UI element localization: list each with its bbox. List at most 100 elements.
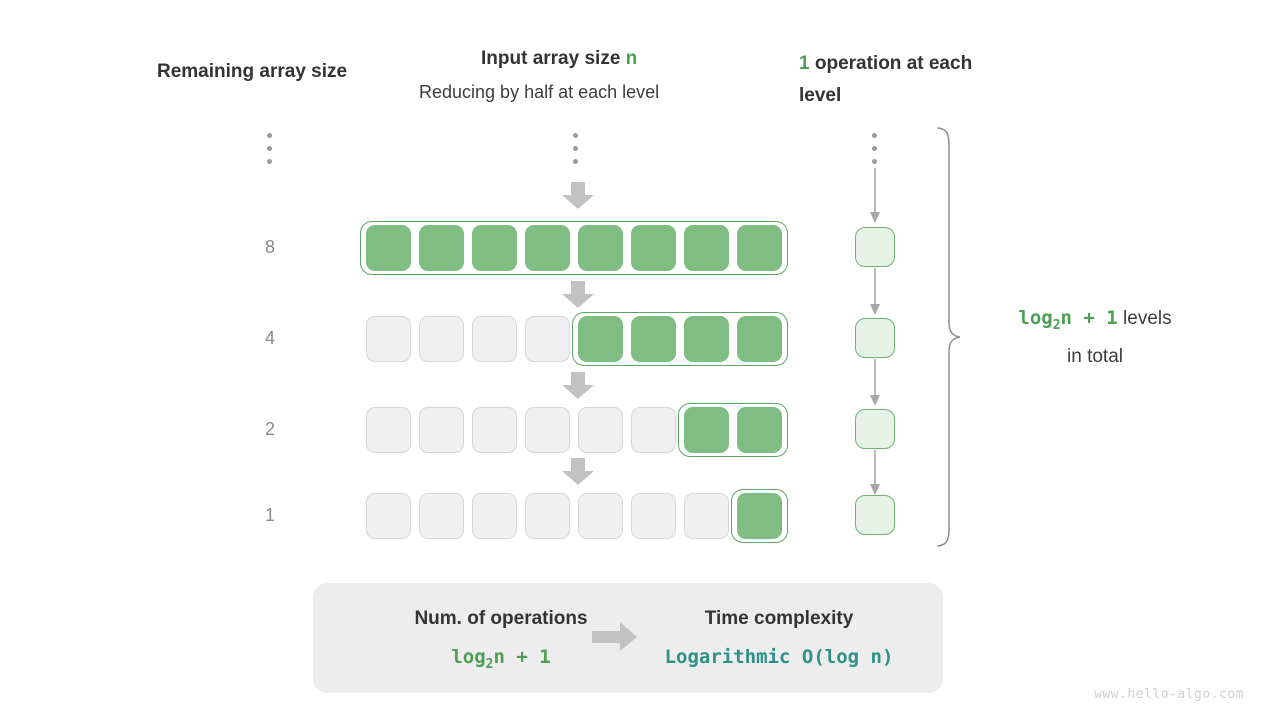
array-cell-body xyxy=(419,316,464,362)
array-cell-body xyxy=(419,493,464,539)
array-cell-body xyxy=(472,407,517,453)
array-cell-inactive xyxy=(362,312,415,366)
array-cell-body xyxy=(737,316,782,362)
levels-annotation-line1: log2n + 1 levels xyxy=(980,303,1210,341)
array-cell-active xyxy=(415,221,468,275)
op-connector-arrow-1 xyxy=(869,168,881,224)
array-cell-active xyxy=(680,312,733,366)
array-cell-body xyxy=(419,225,464,271)
array-cell-body xyxy=(366,407,411,453)
array-cell-inactive xyxy=(415,489,468,543)
array-cell-active xyxy=(627,312,680,366)
array-cell-body xyxy=(631,316,676,362)
op-connector-arrow-3 xyxy=(869,359,881,407)
array-cell-body xyxy=(684,225,729,271)
array-cell-active xyxy=(521,221,574,275)
vertical-ellipsis-icon-labels xyxy=(267,133,273,172)
summary-operations-value: log2n + 1 xyxy=(451,646,551,672)
levels-formula: log2n + 1 xyxy=(1018,307,1118,333)
operation-box-level-3 xyxy=(855,409,895,449)
array-cell-body xyxy=(578,493,623,539)
array-cell-inactive xyxy=(468,403,521,457)
array-cell-body xyxy=(578,407,623,453)
array-cell-active xyxy=(680,403,733,457)
array-cell-body xyxy=(366,225,411,271)
summary-operations-title: Num. of operations xyxy=(414,608,588,629)
array-cell-body xyxy=(525,316,570,362)
array-cell-inactive xyxy=(521,489,574,543)
down-arrow-icon-4 xyxy=(561,458,595,486)
array-cell-body xyxy=(525,407,570,453)
array-row-8 xyxy=(362,221,786,275)
row-label-4: 4 xyxy=(264,328,275,348)
array-cell-body xyxy=(684,493,729,539)
array-cell-inactive xyxy=(362,403,415,457)
array-cell-inactive xyxy=(468,489,521,543)
array-cell-body xyxy=(525,493,570,539)
array-cell-body xyxy=(525,225,570,271)
op-connector-arrow-4 xyxy=(869,450,881,496)
heading-operations-per-level: 1 operation at each level xyxy=(799,48,999,112)
row-label-8: 8 xyxy=(264,237,275,257)
down-arrow-icon-1 xyxy=(561,182,595,210)
heading-input-array-size-variable: n xyxy=(625,48,638,69)
heading-input-array-size-text: Input array size xyxy=(481,48,626,69)
array-cell-body xyxy=(737,407,782,453)
array-cell-body xyxy=(737,493,782,539)
array-cell-body xyxy=(631,493,676,539)
array-cell-body xyxy=(684,316,729,362)
summary-complexity-title: Time complexity xyxy=(704,608,854,629)
heading-reducing-subtitle: Reducing by half at each level xyxy=(419,82,660,102)
heading-remaining-array-size: Remaining array size xyxy=(157,61,348,82)
array-cell-inactive xyxy=(415,403,468,457)
array-cell-body xyxy=(366,493,411,539)
array-cell-body xyxy=(419,407,464,453)
array-cell-inactive xyxy=(415,312,468,366)
array-cell-active xyxy=(733,489,786,543)
array-cell-body xyxy=(472,316,517,362)
array-cell-inactive xyxy=(521,403,574,457)
watermark: www.hello-algo.com xyxy=(1094,687,1244,702)
vertical-ellipsis-icon-operations xyxy=(872,133,878,172)
op-connector-arrow-2 xyxy=(869,268,881,316)
summary-complexity-column: Time complexity Logarithmic O(log n) xyxy=(643,608,915,668)
array-cell-inactive xyxy=(627,489,680,543)
array-cell-inactive xyxy=(680,489,733,543)
array-cell-active xyxy=(733,312,786,366)
levels-annotation-tail: levels xyxy=(1117,308,1172,329)
levels-annotation: log2n + 1 levels in total xyxy=(980,303,1210,372)
array-cell-active xyxy=(468,221,521,275)
array-cell-active xyxy=(627,221,680,275)
array-cell-active xyxy=(680,221,733,275)
down-arrow-icon-3 xyxy=(561,372,595,400)
array-cell-body xyxy=(631,407,676,453)
down-arrow-icon-2 xyxy=(561,281,595,309)
array-cell-body xyxy=(684,407,729,453)
array-cell-inactive xyxy=(468,312,521,366)
array-cell-body xyxy=(366,316,411,362)
array-cell-active xyxy=(574,221,627,275)
right-arrow-icon xyxy=(592,622,638,652)
array-row-2 xyxy=(362,403,786,457)
array-cell-inactive xyxy=(574,403,627,457)
array-cell-body xyxy=(472,493,517,539)
operation-box-level-4 xyxy=(855,495,895,535)
row-label-2: 2 xyxy=(264,419,275,439)
array-cell-body xyxy=(578,316,623,362)
operation-box-level-1 xyxy=(855,227,895,267)
vertical-ellipsis-icon-array xyxy=(573,133,579,172)
array-cell-body xyxy=(578,225,623,271)
array-cell-body xyxy=(631,225,676,271)
heading-operations-text: operation at each level xyxy=(799,53,973,106)
array-cell-active xyxy=(574,312,627,366)
array-cell-inactive xyxy=(521,312,574,366)
row-label-1: 1 xyxy=(264,505,275,525)
summary-operations-column: Num. of operations log2n + 1 xyxy=(351,608,651,672)
array-cell-inactive xyxy=(574,489,627,543)
array-cell-inactive xyxy=(362,489,415,543)
summary-complexity-value: Logarithmic O(log n) xyxy=(664,646,894,668)
levels-brace xyxy=(936,126,962,548)
operation-box-level-2 xyxy=(855,318,895,358)
array-cell-inactive xyxy=(627,403,680,457)
